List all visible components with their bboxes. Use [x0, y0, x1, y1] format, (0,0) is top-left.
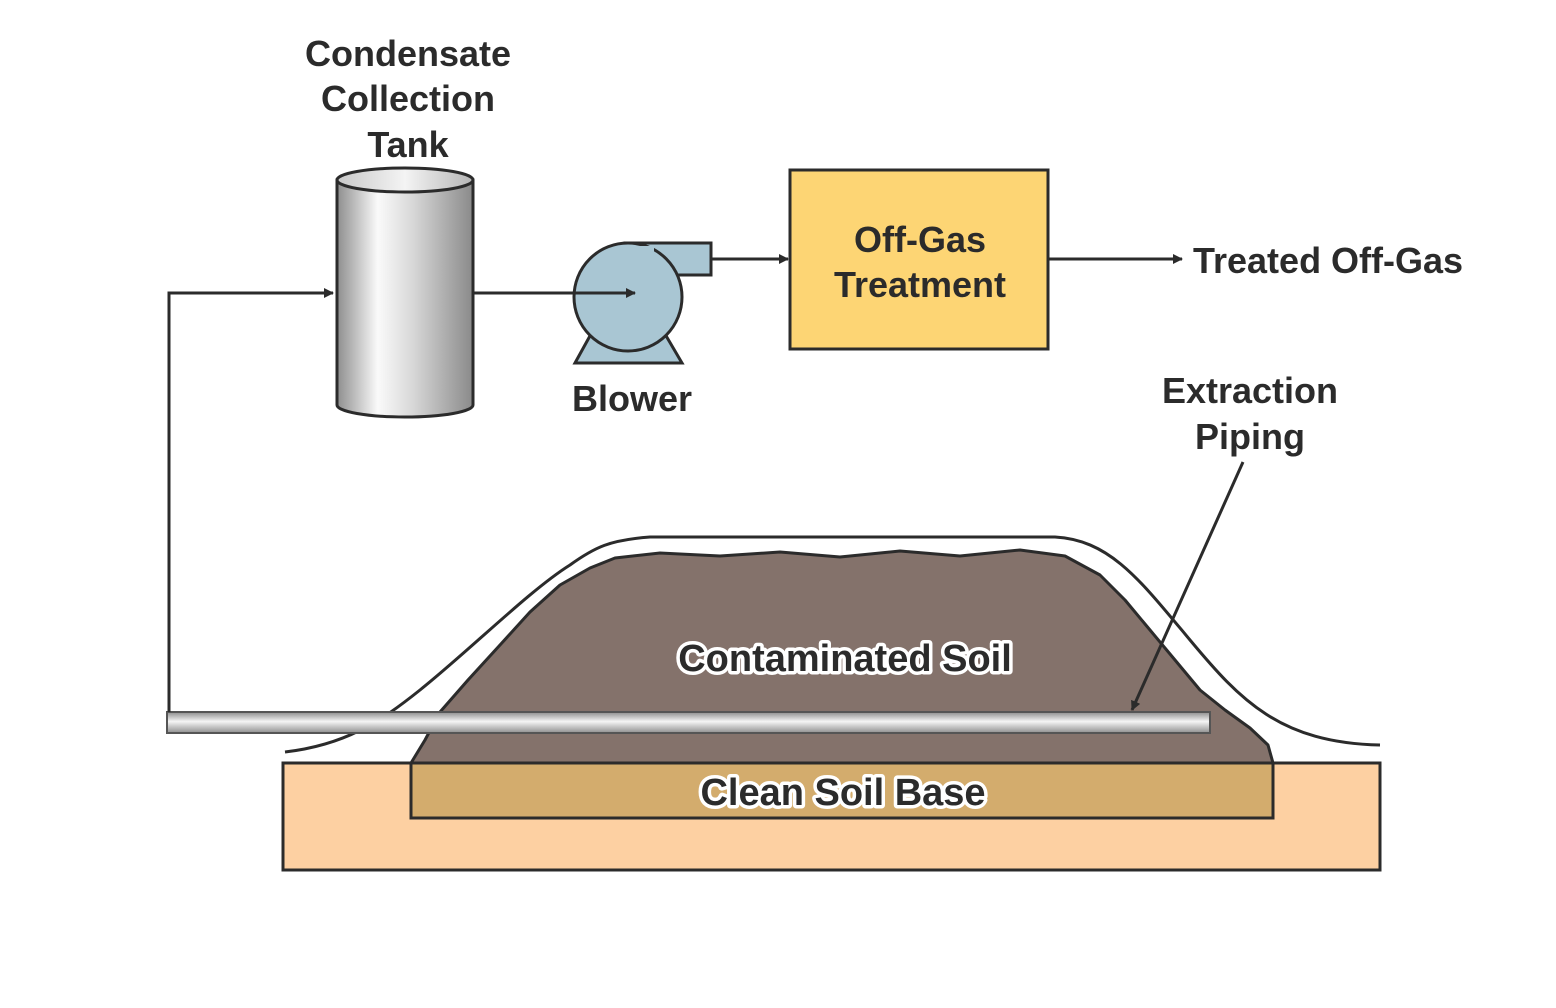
tank-label-line2: Collection — [321, 78, 495, 119]
treatment-label-line1: Off-Gas — [854, 219, 986, 260]
off-gas-treatment-box — [788, 168, 1050, 351]
contaminated-soil-label: Contaminated Soil — [678, 638, 1012, 680]
extraction-pointer-line — [1130, 461, 1245, 711]
extraction-label-line2: Piping — [1195, 416, 1305, 457]
condensate-tank — [335, 166, 475, 419]
clean-soil-base-layer — [409, 761, 1275, 820]
tank-label-line1: Condensate — [305, 33, 511, 74]
contaminated-soil-pile — [409, 548, 1275, 765]
tank-label-line3: Tank — [367, 124, 449, 165]
treated-off-gas-label: Treated Off-Gas — [1193, 240, 1463, 281]
return-line — [167, 288, 334, 712]
blower-label: Blower — [572, 378, 692, 419]
clean-soil-base-label: Clean Soil Base — [700, 772, 985, 814]
treatment-label-line2: Treatment — [834, 264, 1006, 305]
extraction-pipe — [166, 711, 1211, 734]
blower — [572, 241, 713, 365]
extraction-label-line1: Extraction — [1162, 370, 1338, 411]
cover-sheet — [284, 535, 1381, 754]
